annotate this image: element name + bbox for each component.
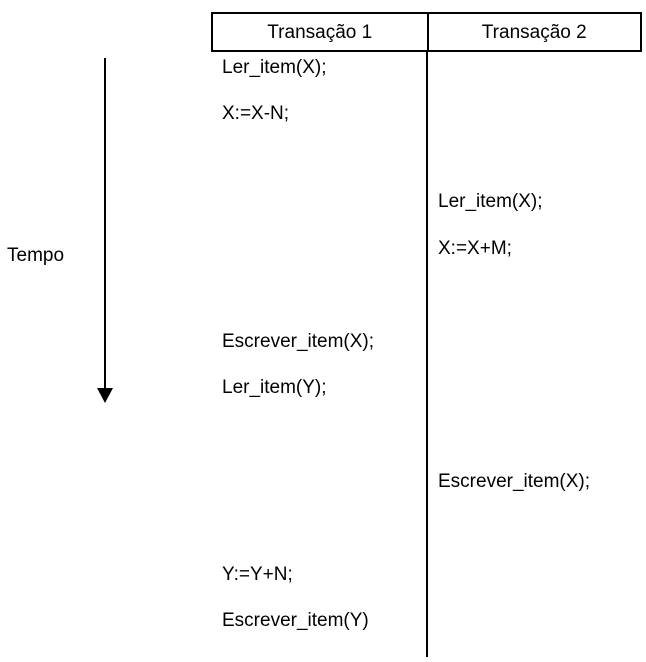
- transaction1-header: Transação 1: [267, 21, 373, 43]
- t1-op-ler-item-y: Ler_item(Y);: [222, 377, 327, 398]
- t2-op-x-assign-x-plus-m: X:=X+M;: [438, 238, 512, 259]
- t1-op-x-assign-x-minus-n: X:=X-N;: [222, 103, 290, 124]
- t1-op-ler-item-x: Ler_item(X);: [222, 57, 327, 78]
- t2-op-ler-item-x: Ler_item(X);: [438, 191, 543, 212]
- column-divider-line: [426, 50, 428, 657]
- time-arrow-line: [104, 58, 106, 389]
- t1-op-escrever-item-y: Escrever_item(Y): [222, 610, 369, 631]
- transaction2-header: Transação 2: [426, 14, 641, 50]
- time-axis-label: Tempo: [7, 245, 65, 266]
- t1-op-y-assign-y-plus-n: Y:=Y+N;: [222, 564, 293, 585]
- transactions-header-table: Transação 1 Transação 2: [211, 12, 642, 52]
- t2-op-escrever-item-x: Escrever_item(X);: [438, 471, 591, 492]
- t1-op-escrever-item-x: Escrever_item(X);: [222, 331, 375, 352]
- arrow-down-icon: [97, 388, 113, 403]
